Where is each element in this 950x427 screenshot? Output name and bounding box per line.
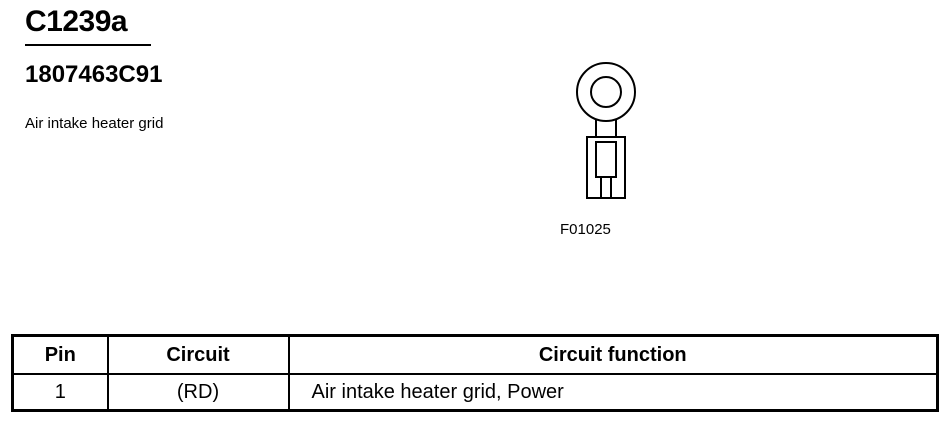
header-pin: Pin: [11, 334, 109, 375]
title-underline: [25, 44, 151, 46]
ring-outer: [576, 62, 636, 122]
part-number: 1807463C91: [25, 61, 163, 88]
ring-hole: [590, 76, 622, 108]
cell-pin: 1: [11, 373, 109, 412]
cell-circuit: (RD): [106, 373, 290, 412]
connector-id: C1239a: [25, 5, 128, 38]
header-circuit-function: Circuit function: [287, 334, 939, 375]
terminal-barrel-inner: [595, 141, 617, 178]
ring-terminal-diagram: [576, 62, 636, 199]
pin-table: Pin Circuit Circuit function 1 (RD) Air …: [11, 334, 939, 412]
table-row: 1 (RD) Air intake heater grid, Power: [11, 373, 939, 412]
figure-id: F01025: [560, 221, 611, 238]
terminal-barrel-outer: [586, 136, 626, 199]
connector-description: Air intake heater grid: [25, 115, 164, 132]
header-circuit: Circuit: [106, 334, 290, 375]
cell-circuit-function: Air intake heater grid, Power: [287, 373, 939, 412]
table-header-row: Pin Circuit Circuit function: [11, 334, 939, 375]
